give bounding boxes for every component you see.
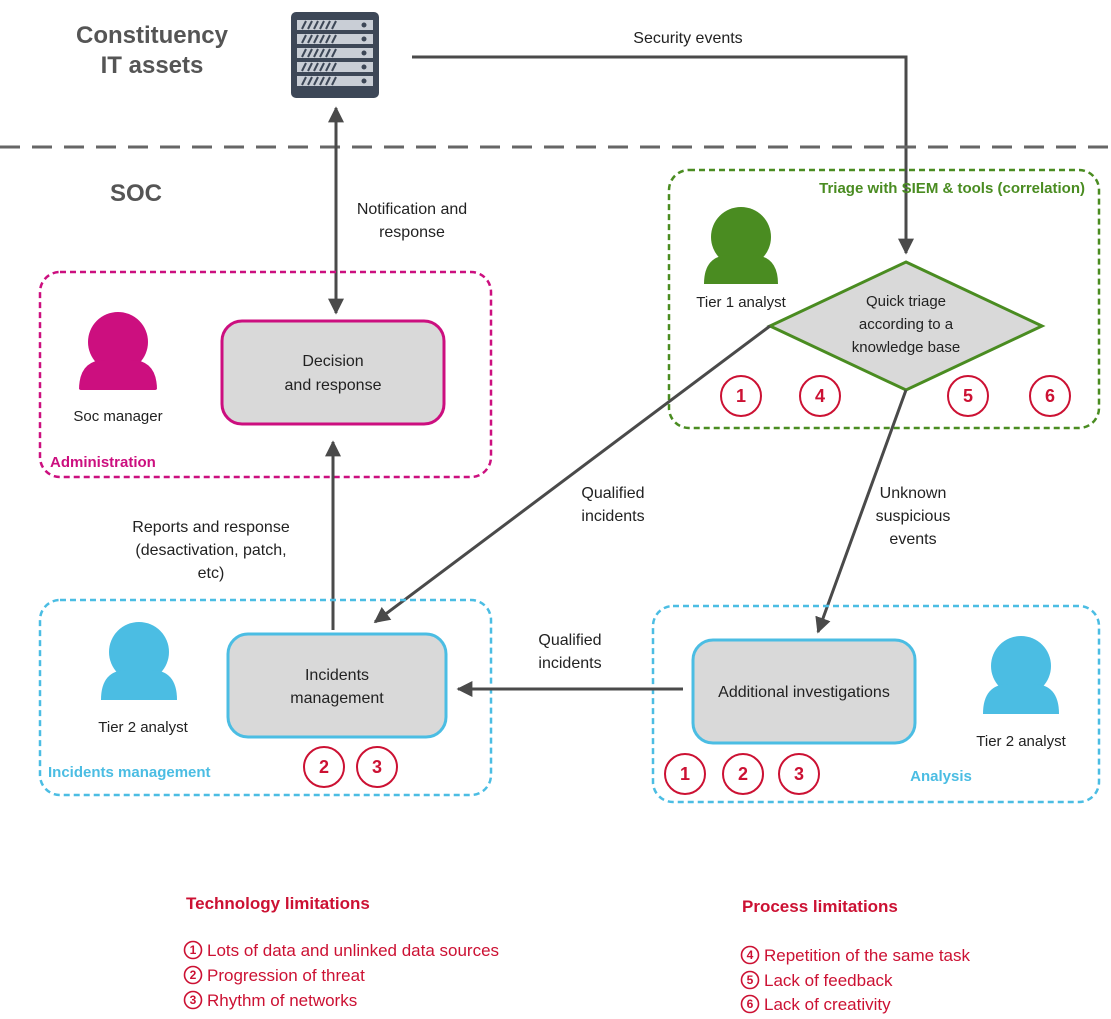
incidents-box-line2: management <box>290 690 384 707</box>
reports-line2: (desactivation, patch, <box>135 542 286 559</box>
analysis-badge: 3 <box>778 753 820 795</box>
svg-text:5: 5 <box>963 386 973 406</box>
svg-text:4: 4 <box>815 386 825 406</box>
security-events-arrow <box>412 55 914 255</box>
soc-manager-person-icon <box>79 312 157 390</box>
svg-text:Lack of feedback: Lack of feedback <box>764 971 893 990</box>
tier2-analyst-label-right: Tier 2 analyst <box>976 733 1066 750</box>
svg-text:3: 3 <box>794 764 804 784</box>
process-item-6: 6 Lack of creativity <box>740 994 891 1014</box>
qualified-top-line1: Qualified <box>581 485 644 502</box>
triage-badge: 1 <box>720 375 762 417</box>
svg-text:Progression of threat: Progression of threat <box>207 966 365 985</box>
svg-text:6: 6 <box>1045 386 1055 406</box>
additional-investigations-box <box>691 638 917 745</box>
decision-box-line2: and response <box>285 377 382 394</box>
svg-text:1: 1 <box>736 386 746 406</box>
svg-text:Repetition of the same task: Repetition of the same task <box>764 946 971 965</box>
tier2-analyst-right-person-icon <box>983 636 1059 714</box>
incidents-badge: 3 <box>356 746 398 788</box>
triage-zone <box>667 168 1101 430</box>
technology-item-1: 1 Lots of data and unlinked data sources <box>183 940 499 960</box>
soc-manager-label: Soc manager <box>73 408 162 425</box>
unknown-line2: suspicious <box>876 508 951 525</box>
svg-text:6: 6 <box>747 997 754 1011</box>
svg-text:Lots of data and unlinked data: Lots of data and unlinked data sources <box>207 941 499 960</box>
notification-label-line1: Notification and <box>357 201 467 218</box>
incidents-management-zone <box>38 598 493 797</box>
technology-limitations-title: Technology limitations <box>186 894 370 913</box>
svg-text:1: 1 <box>190 943 197 957</box>
qualified-bottom-line2: incidents <box>538 655 601 672</box>
decision-box <box>220 319 446 426</box>
qualified-bottom-line1: Qualified <box>538 632 601 649</box>
triage-badge: 6 <box>1029 375 1071 417</box>
quick-triage-line3: knowledge base <box>852 339 960 356</box>
tier1-analyst-person-icon <box>704 207 778 284</box>
svg-text:1: 1 <box>680 764 690 784</box>
assets-title-line2: IT assets <box>101 52 204 79</box>
svg-text:2: 2 <box>738 764 748 784</box>
incidents-management-zone-label: Incidents management <box>48 764 211 781</box>
incidents-box-line1: Incidents <box>305 667 369 684</box>
process-item-4: 4 Repetition of the same task <box>740 945 971 965</box>
incidents-badge: 2 <box>303 746 345 788</box>
unknown-events-arrow <box>815 389 908 634</box>
additional-investigations-label: Additional investigations <box>718 684 890 701</box>
analysis-zone-label: Analysis <box>910 768 972 785</box>
technology-item-2: 2 Progression of threat <box>183 965 365 985</box>
svg-text:2: 2 <box>190 968 197 982</box>
reports-line1: Reports and response <box>132 519 290 536</box>
security-events-label: Security events <box>633 30 742 47</box>
administration-zone <box>38 270 493 479</box>
quick-triage-line2: according to a <box>859 316 954 333</box>
technology-item-3: 3 Rhythm of networks <box>183 990 357 1010</box>
unknown-line1: Unknown <box>880 485 947 502</box>
reports-line3: etc) <box>198 565 225 582</box>
svg-text:3: 3 <box>372 757 382 777</box>
tier2-analyst-person-icon <box>101 622 177 700</box>
tier2-analyst-label-left: Tier 2 analyst <box>98 719 188 736</box>
incidents-management-box <box>226 632 448 739</box>
unknown-line3: events <box>889 531 936 548</box>
triage-badge: 5 <box>947 375 989 417</box>
process-item-5: 5 Lack of feedback <box>740 970 893 990</box>
triage-badge: 4 <box>799 375 841 417</box>
quick-triage-line1: Quick triage <box>866 293 946 310</box>
qualified-incidents-arrow-top <box>373 324 771 624</box>
notification-label-line2: response <box>379 224 445 241</box>
tier1-analyst-label: Tier 1 analyst <box>696 294 786 311</box>
svg-text:4: 4 <box>747 948 754 962</box>
svg-text:3: 3 <box>190 993 197 1007</box>
decision-box-line1: Decision <box>302 353 363 370</box>
process-limitations-title: Process limitations <box>742 897 898 916</box>
svg-text:5: 5 <box>747 973 754 987</box>
triage-zone-label: Triage with SIEM & tools (correlation) <box>819 180 1085 197</box>
administration-zone-label: Administration <box>50 454 156 471</box>
assets-title-line1: Constituency <box>76 22 229 49</box>
analysis-zone <box>651 604 1101 804</box>
analysis-badge: 2 <box>722 753 764 795</box>
svg-text:2: 2 <box>319 757 329 777</box>
svg-text:Lack of creativity: Lack of creativity <box>764 995 891 1014</box>
qualified-top-line2: incidents <box>581 508 644 525</box>
server-rack-icon <box>291 12 379 98</box>
svg-text:Rhythm of networks: Rhythm of networks <box>207 991 357 1010</box>
soc-label: SOC <box>110 180 162 207</box>
analysis-badge: 1 <box>664 753 706 795</box>
